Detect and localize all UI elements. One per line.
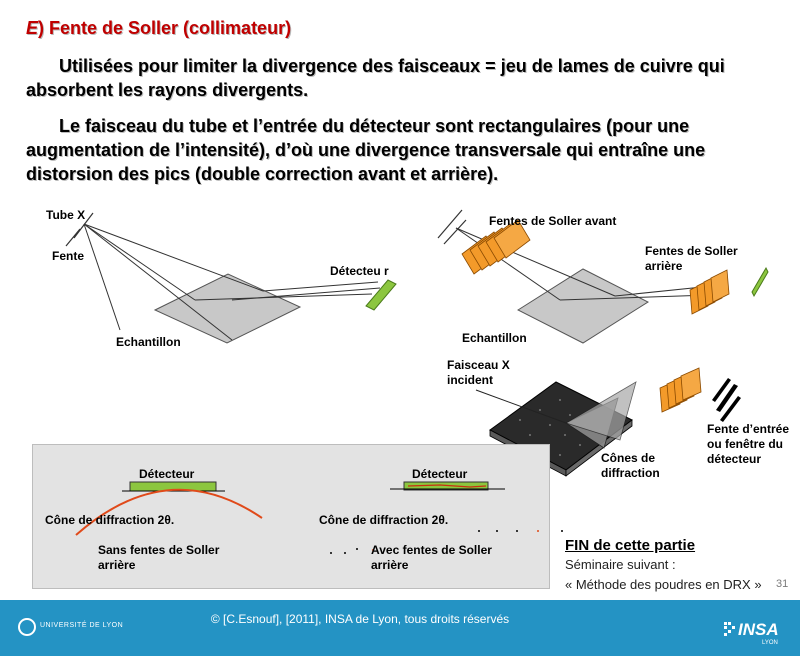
- footer-bar: [0, 600, 800, 656]
- label-fentes-arriere: Fentes de Soller arrière: [645, 244, 738, 273]
- cone-2: [565, 381, 637, 441]
- left-beam-1: [83, 223, 264, 292]
- left-tube: [73, 212, 94, 239]
- title-letter: E: [26, 18, 39, 38]
- panel-right-detecteur-label: Détecteur: [412, 467, 468, 481]
- slide-title: E) Fente de Soller (collimateur): [26, 18, 291, 39]
- left-fente: [65, 228, 81, 247]
- fin-line-2: « Méthode des poudres en DRX »: [565, 577, 762, 592]
- label-echantillon-left: Echantillon: [116, 335, 181, 349]
- insa-logo-sub: LYON: [762, 640, 778, 646]
- right-detector-shape: [751, 266, 769, 298]
- page-number: 31: [776, 578, 789, 590]
- left-beam-4: [83, 223, 233, 341]
- paragraph-1-text: Utilisées pour limiter la divergence des…: [26, 56, 725, 100]
- universite-logo-text: UNIVERSITÉ DE LYON: [40, 622, 124, 629]
- universite-de-lyon-logo: UNIVERSITÉ DE LYON: [18, 616, 123, 640]
- label-detecteur-left: Détecteu r: [330, 264, 389, 278]
- title-text: ) Fente de Soller (collimateur): [38, 18, 292, 38]
- insa-logo: INSA LYON: [722, 616, 788, 650]
- fin-title: FIN de cette partie: [565, 537, 696, 554]
- comparison-panel: [32, 444, 550, 589]
- panel-left-detecteur-label: Détecteur: [139, 467, 195, 481]
- panel-cone-arc: [75, 488, 263, 536]
- insa-logo-text: INSA: [738, 620, 779, 639]
- left-diff-2: [194, 293, 373, 301]
- footer-copyright: © [C.Esnouf], [2011], INSA de Lyon, tous…: [210, 612, 510, 626]
- panel-right-cone-label: Cône de diffraction 2θ.: [319, 513, 449, 527]
- panel-svg: [75, 481, 563, 554]
- label-fente-entree: Fente d’entrée ou fenêtre du détecteur: [707, 422, 790, 466]
- label-cones-diffraction: Cônes de diffraction: [601, 451, 660, 480]
- right-tube: [437, 209, 463, 239]
- paragraph-2: Le faisceau du tube et l’entrée du détec…: [26, 114, 786, 186]
- label-faisceau-x: Faisceau X incident: [447, 358, 510, 387]
- soller-avant-shape: [461, 219, 531, 275]
- left-beam-2: [83, 223, 196, 301]
- paragraph-1: Utilisées pour limiter la divergence des…: [26, 54, 786, 102]
- left-detector-shape: [365, 279, 397, 311]
- label-fente: Fente: [52, 249, 85, 263]
- label-tube-x: Tube X: [46, 208, 86, 222]
- panel-left-caption: Sans fentes de Soller arrière: [98, 543, 220, 572]
- right-beam-2: [455, 227, 561, 301]
- panel-right-caption: Avec fentes de Soller arrière: [371, 543, 492, 572]
- left-diff-3: [231, 287, 381, 301]
- fin-line-1: Séminaire suivant :: [565, 557, 676, 572]
- cones-soller-shape: [659, 367, 702, 413]
- soller-arriere-shape: [689, 269, 730, 315]
- right-diff-2: [559, 294, 711, 301]
- label-echantillon-right: Echantillon: [462, 331, 527, 345]
- right-sample-plate: [516, 268, 650, 344]
- fente-entree-shape: [712, 378, 741, 422]
- left-beam-3: [83, 223, 121, 331]
- paragraph-2-text: Le faisceau du tube et l’entrée du détec…: [26, 116, 706, 184]
- panel-dots: [330, 530, 563, 554]
- left-diff-1: [262, 281, 379, 292]
- cones-incident-beam: [475, 389, 567, 424]
- panel-left-cone-label: Cône de diffraction 2θ.: [45, 513, 175, 527]
- label-fentes-avant: Fentes de Soller avant: [489, 214, 617, 228]
- fin-note: FIN de cette partie Séminaire suivant : …: [565, 537, 765, 594]
